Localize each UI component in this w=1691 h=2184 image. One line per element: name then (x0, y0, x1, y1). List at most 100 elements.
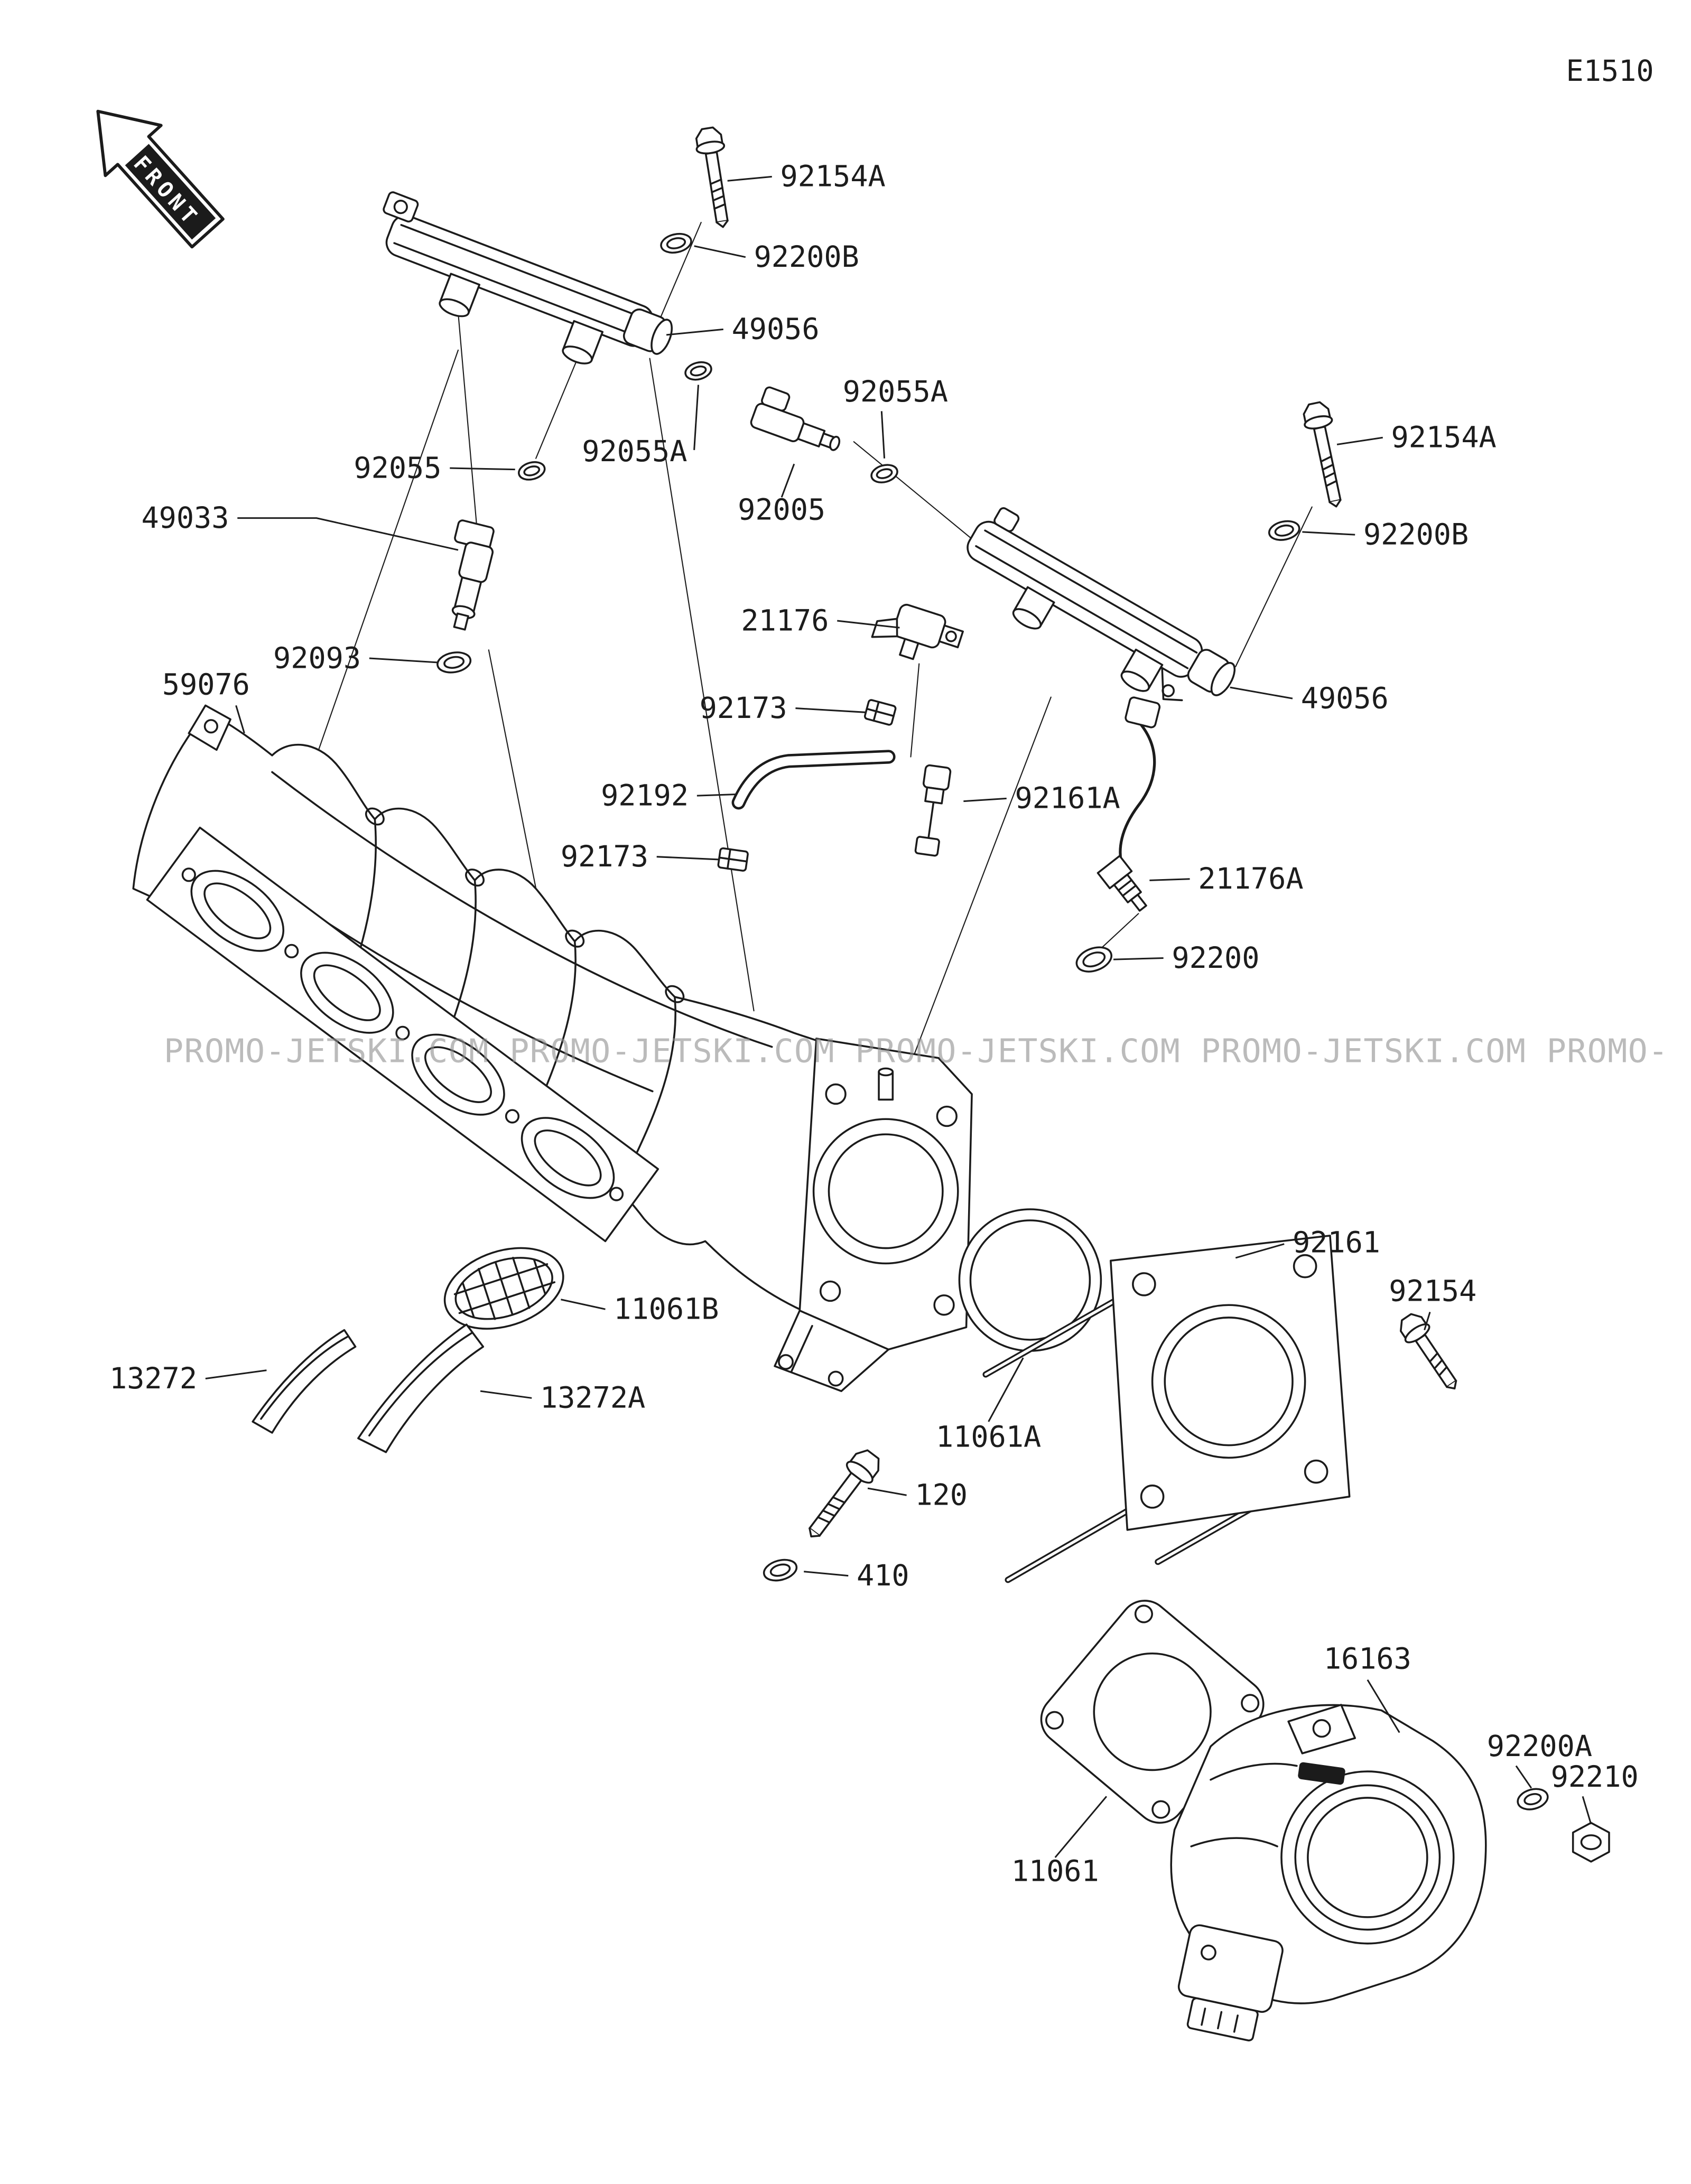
leader-line (727, 175, 772, 182)
leader-line (1149, 878, 1190, 881)
fuel-rail-left (383, 191, 673, 365)
o-ring-92055a-right (870, 464, 898, 483)
grille-11061b (443, 1247, 564, 1330)
injector-cup (1012, 586, 1055, 630)
leader-line (1113, 957, 1164, 960)
part-number-label: 59076 (162, 668, 250, 702)
washer-92200b-right (1268, 520, 1300, 541)
part-number-label: 92192 (601, 779, 689, 813)
intake-manifold (132, 704, 973, 1392)
leader-line (235, 705, 245, 734)
leader-line (837, 620, 900, 629)
leader-line (795, 707, 867, 713)
part-number-label: 21176A (1198, 862, 1303, 896)
throttle-body-16163 (1170, 1704, 1487, 2042)
leader-line (1424, 1311, 1431, 1331)
sensor-21176a (1097, 696, 1161, 912)
part-number-label: 92161 (1293, 1226, 1380, 1259)
leader-line (804, 1571, 849, 1577)
o-ring-92055 (518, 461, 546, 481)
sensor-21176 (871, 603, 964, 660)
part-number-label: 16163 (1324, 1642, 1411, 1676)
manifold-port-flange (146, 826, 659, 1243)
fuel-injector-92005 (750, 386, 841, 451)
part-number-label: 13272A (540, 1382, 645, 1415)
part-number-label: 120 (915, 1479, 968, 1513)
sensor-92161a (914, 764, 952, 857)
clamp-92173-upper (863, 699, 897, 726)
part-number-label: 92154A (1391, 421, 1497, 455)
part-number-label: 11061A (936, 1420, 1041, 1454)
part-number-label: 92055A (843, 375, 948, 409)
leader-line (1582, 1796, 1592, 1825)
leader-line (696, 793, 738, 797)
leader-line (1515, 1765, 1532, 1789)
o-ring-92093 (436, 651, 472, 674)
part-number-label: 49056 (732, 313, 820, 347)
bolt-92154 (1399, 1313, 1457, 1390)
leader-line (867, 1487, 907, 1496)
part-number-label: 49056 (1301, 682, 1389, 716)
part-number-label: 92055 (354, 451, 441, 485)
manifold-throttle-flange (774, 1038, 973, 1392)
fuel-rail-right (967, 507, 1236, 702)
part-number-label: 92005 (738, 493, 825, 527)
tps-sensor (1177, 1924, 1284, 2042)
leader-line (561, 1299, 606, 1310)
leader-line (237, 517, 459, 551)
bolt-120 (809, 1449, 880, 1538)
washer-92200a (1517, 1788, 1549, 1810)
part-number-label: 21176 (741, 604, 829, 638)
part-number-label: 11061B (614, 1293, 719, 1327)
diagram-code: E1510 (1566, 54, 1654, 88)
manifold-ear (188, 704, 231, 751)
leader-line (369, 657, 438, 664)
part-number-label: 92200B (1363, 518, 1469, 552)
watermark-text: PROMO-JETSKI.COM PROMO-JETSKI.COM PROMO-… (164, 1032, 1669, 1070)
part-number-label: 92055A (582, 435, 687, 469)
washer-92200b-top (660, 232, 692, 254)
leader-line (1367, 1679, 1400, 1733)
seal-13272a (357, 1323, 485, 1453)
part-number-label: 92173 (561, 840, 648, 874)
leader-line (1054, 1796, 1108, 1858)
injector-cup (562, 320, 604, 365)
leader-line (1230, 686, 1293, 699)
seal-13272 (252, 1329, 357, 1434)
leader-line (1302, 531, 1355, 536)
fuel-injector-49033 (451, 519, 495, 631)
front-banner (125, 144, 216, 240)
leader-line (656, 856, 719, 861)
part-number-label: 92154A (781, 160, 886, 194)
leader-line (450, 467, 515, 471)
leader-line (694, 245, 746, 258)
nut-92210 (1572, 1822, 1610, 1863)
bolt-92154a-top (695, 126, 729, 228)
part-number-label: 13272 (109, 1362, 197, 1396)
leader-line (880, 411, 886, 459)
injector-cup (1120, 648, 1164, 692)
injector-cup (439, 273, 481, 318)
part-number-label: 11061 (1011, 1855, 1099, 1889)
leader-line (1336, 436, 1383, 445)
part-number-label: 92154 (1389, 1274, 1476, 1308)
leader-line (666, 328, 723, 336)
front-indicator: FRONT (96, 109, 225, 249)
part-labels: 92154A 92200B 49056 92055A 92055A 92055 49033 9… (109, 160, 1639, 1889)
o-ring-92055a-left (684, 361, 712, 381)
part-number-label: 92161A (1015, 782, 1120, 816)
part-number-label: 49033 (141, 501, 229, 535)
part-number-label: 92173 (700, 692, 787, 725)
part-number-label: 92200 (1172, 941, 1259, 975)
bolt-92154a-right (1303, 401, 1342, 508)
part-number-label: 92200A (1487, 1730, 1592, 1763)
part-number-label: 92093 (273, 641, 361, 675)
washer-410 (763, 1558, 798, 1582)
o-ring-92200 (1075, 946, 1112, 973)
leader-line (1235, 1243, 1285, 1259)
gasket-11061a (958, 1208, 1102, 1352)
part-number-label: 92210 (1551, 1760, 1639, 1794)
leader-line (963, 797, 1007, 802)
